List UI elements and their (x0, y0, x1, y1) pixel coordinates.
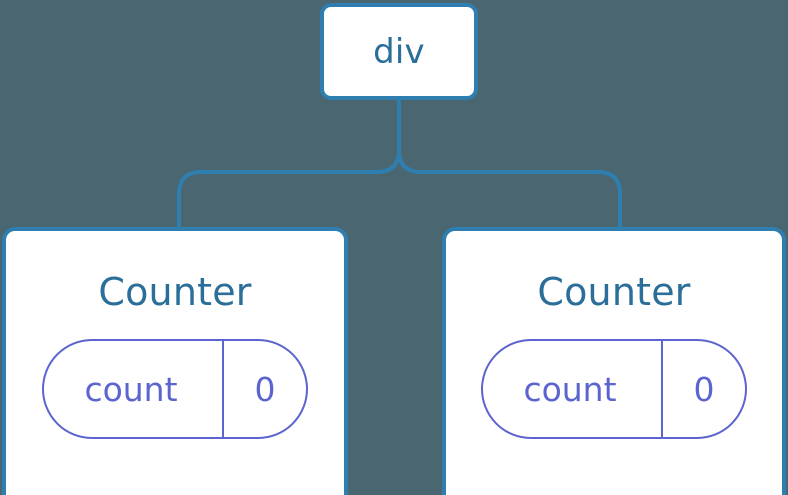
node-div-label: div (373, 31, 425, 72)
state-value-right: 0 (693, 369, 715, 409)
state-pill-divider-right (661, 341, 663, 437)
state-key-right: count (523, 369, 617, 409)
state-value-left: 0 (254, 369, 276, 409)
connector-root-to-left-child (177, 100, 401, 229)
state-pill-divider-left (222, 341, 224, 437)
state-pill-right: count 0 (481, 339, 747, 439)
state-pill-left: count 0 (42, 339, 308, 439)
state-key-left: count (84, 369, 178, 409)
node-counter-right[interactable]: Counter count 0 (442, 227, 786, 495)
node-counter-right-label: Counter (537, 270, 691, 314)
node-counter-left[interactable]: Counter count 0 (2, 227, 348, 495)
node-div[interactable]: div (320, 3, 478, 100)
node-counter-left-label: Counter (98, 270, 252, 314)
connector-root-to-right-child (397, 100, 622, 229)
